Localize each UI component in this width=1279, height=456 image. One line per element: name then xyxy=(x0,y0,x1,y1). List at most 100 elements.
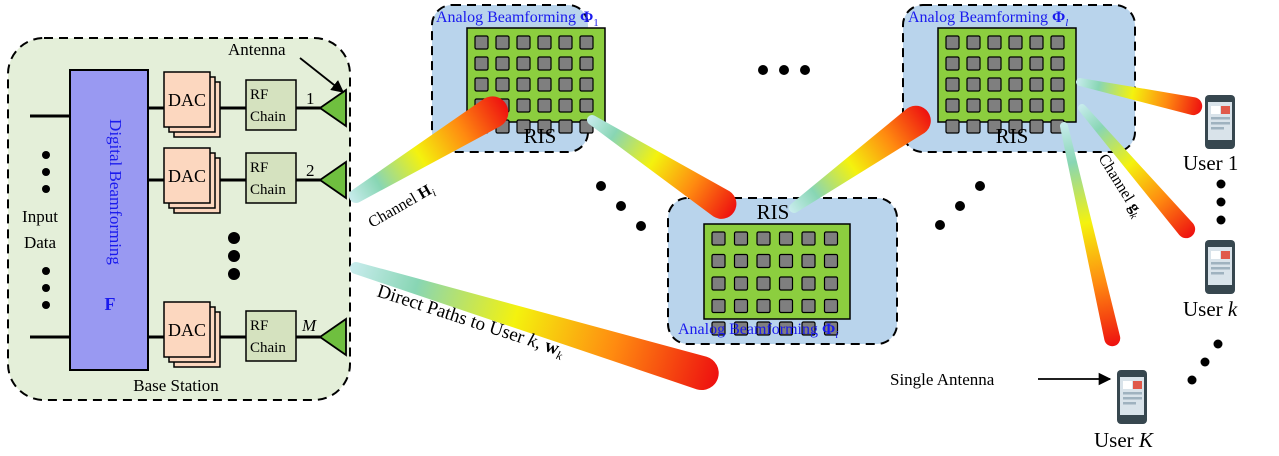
ris-i-elements xyxy=(711,231,839,336)
base-station-label: Base Station xyxy=(133,376,219,395)
user-1-phone-icon xyxy=(1205,95,1235,149)
ris-element xyxy=(945,35,960,50)
ris-element xyxy=(711,298,726,314)
single-antenna-label: Single Antenna xyxy=(890,370,995,389)
ris-element xyxy=(733,321,749,336)
dac-1: DAC xyxy=(163,71,221,138)
beam-bs-to-ris-1 xyxy=(349,96,509,203)
ris-element xyxy=(1008,56,1023,71)
channel-g-label: Channel gk xyxy=(1092,151,1147,222)
rf-chain-2: RF Chain xyxy=(245,152,297,204)
antenna-m-icon xyxy=(318,317,347,357)
ris-element xyxy=(474,77,489,92)
ris-element xyxy=(474,56,489,71)
dac-2: DAC xyxy=(163,147,221,214)
ris-element xyxy=(987,35,1002,50)
ris-element xyxy=(558,35,573,50)
ris-element xyxy=(537,77,552,92)
digital-beamforming-label: Digital Beamforming xyxy=(106,119,125,265)
ris-element xyxy=(733,231,749,246)
ris-l-elements xyxy=(945,35,1065,134)
ris-element xyxy=(537,35,552,50)
ris-element xyxy=(711,253,726,269)
ris-element xyxy=(778,276,794,291)
antenna-pointer-arrow xyxy=(299,57,344,93)
ris-element xyxy=(1029,119,1044,134)
ris-element xyxy=(579,98,594,113)
digital-beamforming-symbol: F xyxy=(105,294,116,314)
ris-element xyxy=(823,253,839,269)
input-label-line2: Data xyxy=(24,233,57,252)
ris-element xyxy=(945,77,960,92)
ris-element xyxy=(778,298,794,314)
ris-element xyxy=(823,276,839,291)
ris-1-beamforming-label: Analog Beamforming Φ1 xyxy=(436,9,599,29)
ris-element xyxy=(733,253,749,269)
ris-element xyxy=(801,276,816,291)
antenna-index-m: M xyxy=(301,316,317,335)
ris-element xyxy=(516,119,531,134)
ris-element xyxy=(516,98,531,113)
dac-m-label: DAC xyxy=(168,320,206,340)
user-1-label: User 1 xyxy=(1183,151,1238,175)
ris-l-beamforming-label: Analog Beamforming Φl xyxy=(908,9,1068,29)
user-k: User k xyxy=(1183,240,1238,321)
antenna-index-1: 1 xyxy=(306,89,315,108)
antenna-2-icon xyxy=(318,160,347,200)
user-K-phone-icon xyxy=(1117,370,1147,424)
ris-element xyxy=(966,98,981,113)
ris-element xyxy=(987,77,1002,92)
dac-2-label: DAC xyxy=(168,166,206,186)
ris-element xyxy=(516,56,531,71)
ris-element xyxy=(495,35,510,50)
ris-element xyxy=(558,98,573,113)
rf-chain-2-line1: RF xyxy=(250,160,268,176)
beam-ris-l-to-user-K xyxy=(1060,122,1121,347)
ris-element xyxy=(966,35,981,50)
ris-element xyxy=(1008,35,1023,50)
ris-element xyxy=(987,119,1002,134)
rf-chain-1-line2: Chain xyxy=(250,109,286,125)
antenna-1-icon xyxy=(318,88,347,128)
ris-element xyxy=(1050,98,1065,113)
ris-element xyxy=(778,321,794,336)
ris-element xyxy=(495,77,510,92)
ris-element xyxy=(711,276,726,291)
ris-element xyxy=(966,56,981,71)
ris-element xyxy=(537,56,552,71)
ris-element xyxy=(1008,98,1023,113)
ris-element xyxy=(987,98,1002,113)
ris-i-label: RIS xyxy=(757,200,790,224)
rf-chain-m: RF Chain xyxy=(245,310,297,362)
ris-element xyxy=(1008,119,1023,134)
ris-element xyxy=(1029,56,1044,71)
ris-panel-i: RIS Analog Beamforming Φi xyxy=(667,197,898,345)
ris-element xyxy=(823,298,839,314)
input-dots-top xyxy=(42,151,50,193)
ris-element xyxy=(987,56,1002,71)
beam-ris-1-to-ris-i xyxy=(587,115,737,219)
ris-element xyxy=(516,77,531,92)
ris-i-beamforming-label: Analog Beamforming Φi xyxy=(678,321,838,341)
ris-element xyxy=(801,298,816,314)
user-k-label: User k xyxy=(1183,297,1238,321)
ris-1-label: RIS xyxy=(524,124,557,148)
ris-element xyxy=(474,35,489,50)
input-dots-bottom xyxy=(42,267,50,309)
rf-chain-m-line1: RF xyxy=(250,318,268,334)
antenna-label: Antenna xyxy=(228,40,286,59)
ris-element xyxy=(823,231,839,246)
user-1: User 1 xyxy=(1183,95,1238,175)
dac-m: DAC xyxy=(163,301,221,368)
ris-element xyxy=(537,119,552,134)
digital-beamforming-block xyxy=(69,69,149,371)
rf-chain-1-line1: RF xyxy=(250,87,268,103)
ris-element xyxy=(495,56,510,71)
ris-element xyxy=(558,119,573,134)
user-K: User K xyxy=(1094,370,1154,452)
ris-element xyxy=(1050,56,1065,71)
ris-element xyxy=(756,321,771,336)
base-station: Base Station Input Data Digital Beamform… xyxy=(7,37,351,401)
ris-element xyxy=(801,231,816,246)
